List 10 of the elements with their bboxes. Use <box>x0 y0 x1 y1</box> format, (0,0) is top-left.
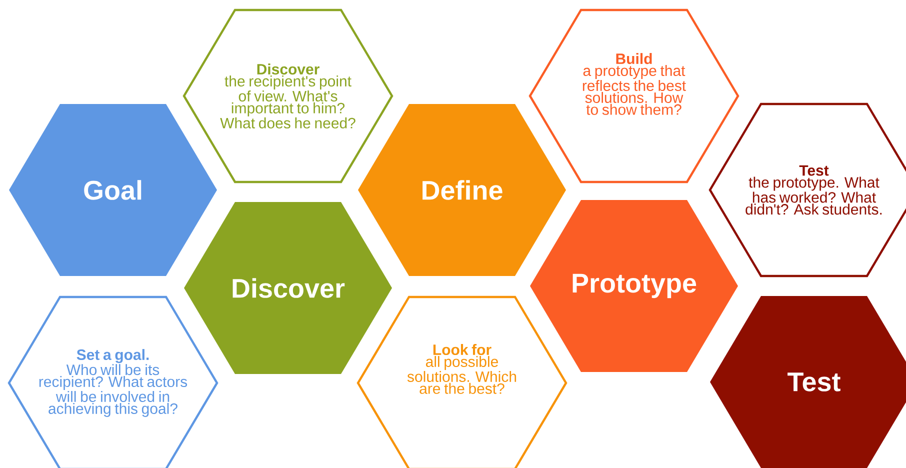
hexagon: Look for all possible solutions. Which are the best? <box>356 296 568 468</box>
hexagon: Build a prototype that reflects the best solutions. How to show them? <box>528 8 740 184</box>
hexagon: Test the prototype. What has worked? What didn't? Ask students. <box>708 102 906 278</box>
hexagon: Discover the recipient's point of view. What's important to him? What does he need? <box>182 8 394 184</box>
hexagon: Prototype <box>530 200 738 372</box>
hexagon: Goal <box>9 104 217 276</box>
hexagon: Define <box>358 104 566 276</box>
hexagon: Set a goal. Who will be its recipient? What actors will be involved in achieving this goal? <box>8 296 218 468</box>
hexagon: Test <box>710 296 906 468</box>
hexagon: Discover <box>184 202 392 374</box>
